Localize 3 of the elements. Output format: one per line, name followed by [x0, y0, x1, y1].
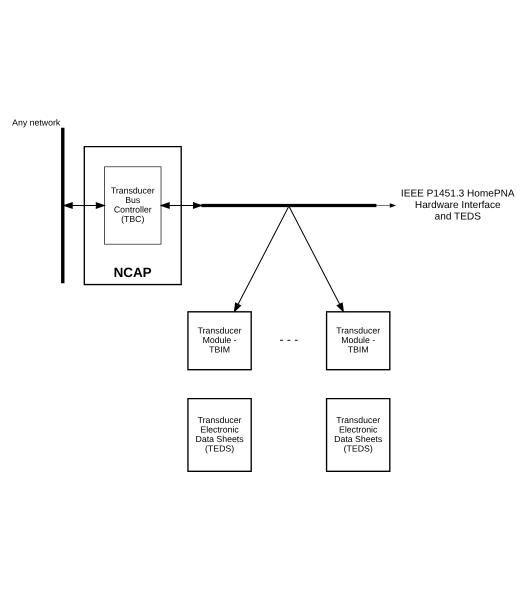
node-text: IEEE P1451.3 HomePNA Hardware Interface and TEDS: [400, 188, 515, 222]
node-label: Any network: [12, 118, 60, 128]
label: - - -: [279, 332, 298, 347]
